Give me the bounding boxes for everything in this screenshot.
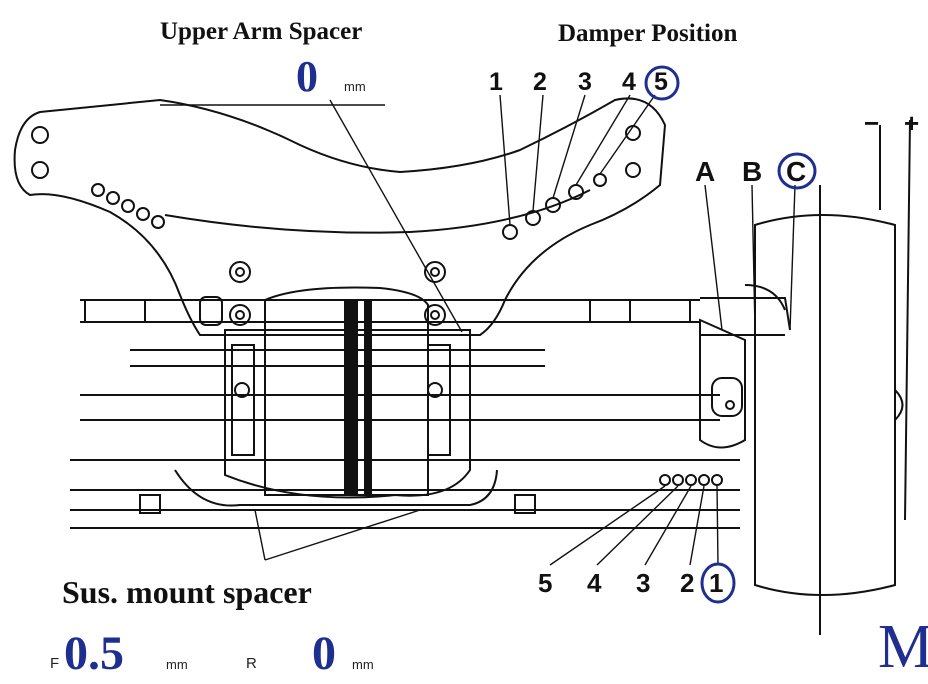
upper-damper-4: 4 — [622, 68, 636, 96]
diff-housing — [264, 286, 429, 496]
tower-position-a: A — [695, 156, 716, 187]
lower-damper-3: 3 — [636, 568, 651, 598]
lower-damper-selected-ring — [700, 562, 736, 604]
sus-mount-rear-value: 0 — [312, 627, 336, 680]
sus-mount-title: Sus. mount spacer — [62, 574, 312, 610]
sus-mount-rear-label: R — [246, 655, 257, 672]
upper-damper-5-selected: 5 — [654, 68, 668, 96]
camber-minus: − — [864, 108, 880, 138]
sus-mount-rear-unit: mm — [352, 657, 374, 672]
tower-position-c-selected: C — [786, 156, 807, 187]
upper-arm-spacer-title: Upper Arm Spacer — [160, 18, 363, 45]
damper-position-title: Damper Position — [558, 20, 738, 47]
lower-damper-1-selected: 1 — [709, 568, 724, 598]
sus-mount-front-value: 0.5 — [64, 627, 124, 680]
upper-arm-spacer-unit: mm — [344, 79, 366, 94]
shock-tower-plate — [13, 97, 667, 336]
lower-damper-5: 5 — [538, 568, 553, 598]
upper-damper-3: 3 — [578, 68, 592, 96]
lower-damper-2: 2 — [680, 568, 695, 598]
upper-arm-spacer-value: 0 — [296, 52, 318, 101]
tower-position-b: B — [742, 156, 763, 187]
camber-plus: + — [904, 108, 920, 138]
upper-damper-2: 2 — [533, 68, 547, 96]
upper-damper-selected-ring — [644, 65, 680, 101]
wheel — [754, 214, 896, 596]
corner-letter: M — [878, 613, 928, 681]
tower-selected-ring — [777, 152, 817, 190]
lower-damper-4: 4 — [587, 568, 602, 598]
sus-mount-front-unit: mm — [166, 657, 188, 672]
upper-damper-1: 1 — [489, 68, 503, 96]
sus-mount-front-label: F — [50, 655, 60, 672]
